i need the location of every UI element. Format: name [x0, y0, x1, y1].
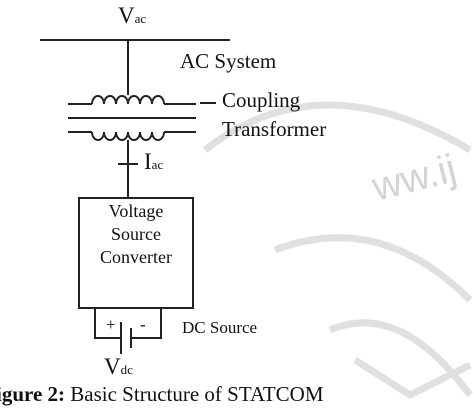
- dc-source-loop: [94, 308, 162, 354]
- dc-source-label: DC Source: [182, 318, 258, 337]
- vdc-label: Vdc: [104, 354, 133, 379]
- caption-text: Basic Structure of STATCOM: [65, 382, 324, 406]
- converter-label: Voltage Source Converter: [79, 200, 193, 269]
- converter-line-1: Voltage: [108, 201, 164, 221]
- transformer-label: Transformer: [222, 117, 327, 141]
- watermark-graphic: [202, 101, 473, 400]
- figure-caption: igure 2: Basic Structure of STATCOM: [0, 384, 324, 405]
- vac-label: Vac: [118, 3, 147, 28]
- transformer-primary-winding: [68, 95, 196, 105]
- plus-sign: +: [106, 315, 116, 334]
- caption-prefix: igure 2:: [0, 382, 66, 406]
- coupling-label: Coupling: [222, 88, 301, 112]
- minus-sign: -: [140, 315, 146, 334]
- ac-system-label: AC System: [180, 49, 277, 73]
- iac-label: Iac: [144, 149, 164, 174]
- converter-line-3: Converter: [100, 247, 172, 267]
- converter-box: [78, 197, 194, 309]
- converter-line-2: Source: [111, 224, 161, 244]
- transformer-secondary-winding: [68, 131, 196, 141]
- coupling-dash: [200, 102, 216, 104]
